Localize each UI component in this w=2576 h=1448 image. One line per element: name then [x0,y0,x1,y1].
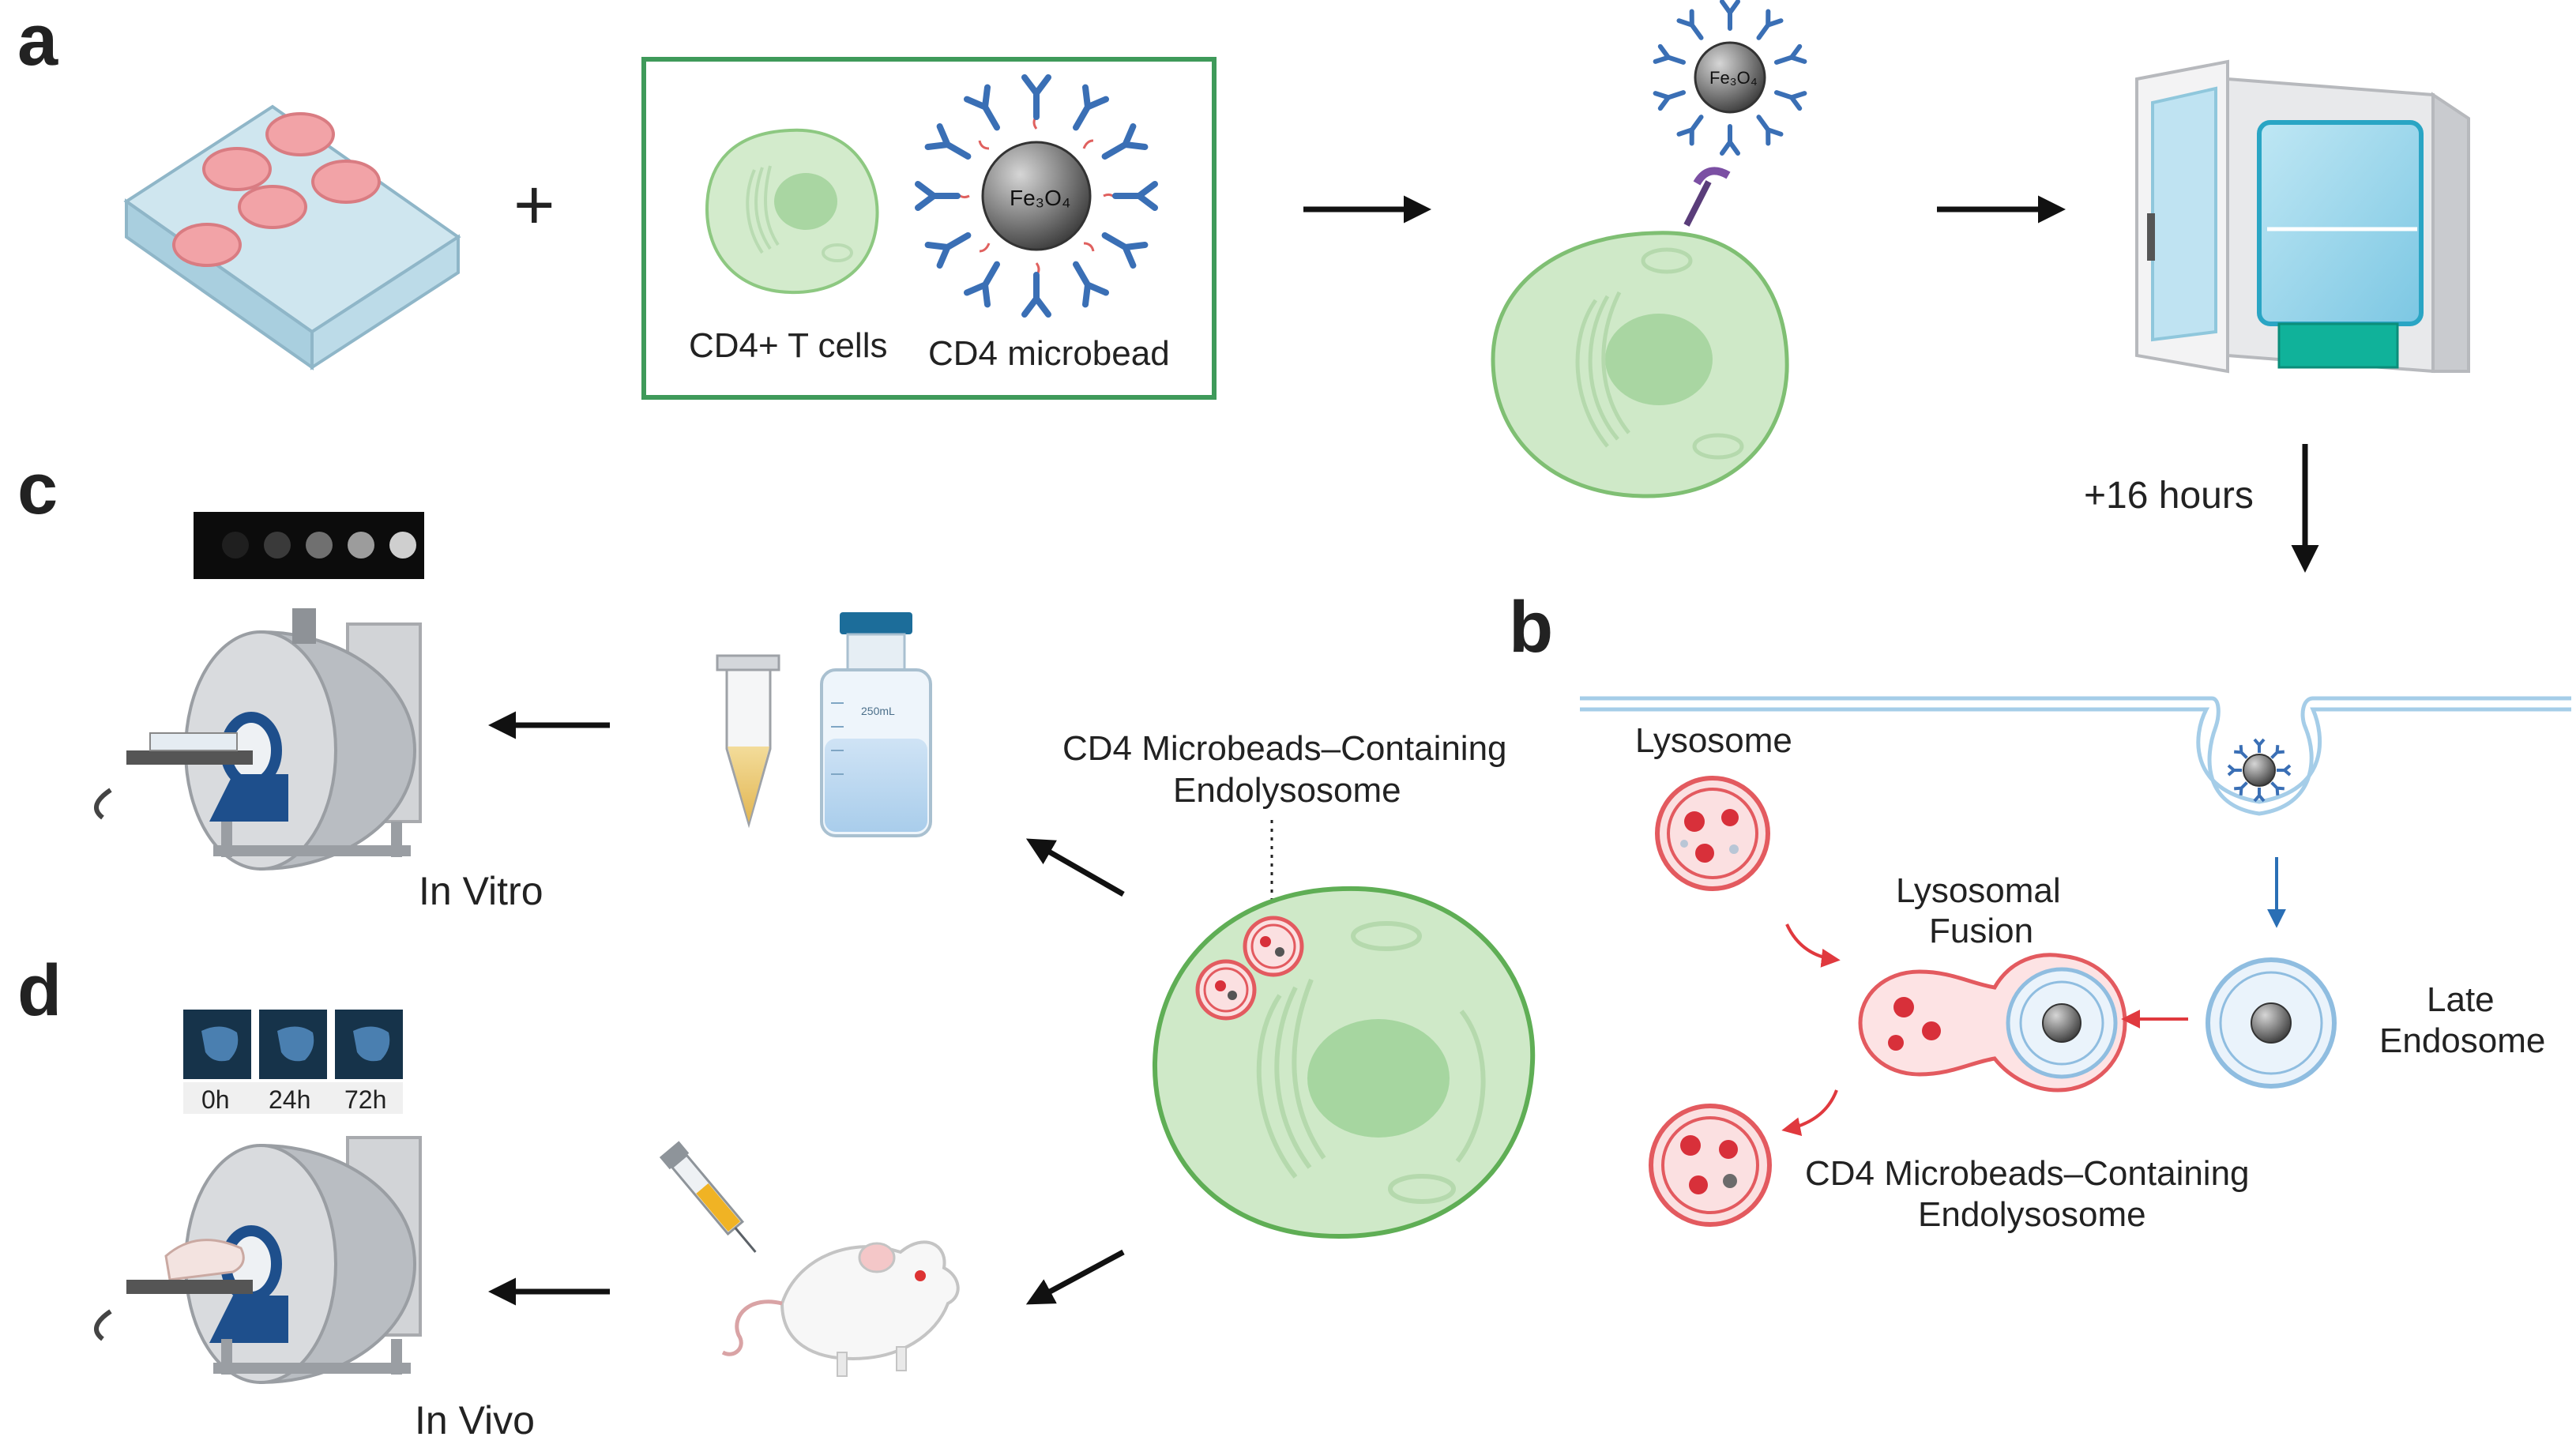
lysosome-icon [1655,776,1770,891]
fusion-vesicle-icon [1858,953,2127,1093]
arrow-fusion-to-result [1781,1089,1838,1136]
panel-letter-b: b [1509,587,1553,668]
cd4-t-cells-label: CD4+ T cells [689,326,887,365]
incubator-icon [2135,59,2470,374]
reagents-box [641,57,1217,400]
cd4-t-cell-icon [705,128,879,295]
mri-scanner-in-vivo-icon [94,1136,422,1385]
arrow-to-in-vitro [1025,838,1125,897]
syringe-icon [659,1141,757,1253]
centrifuge-tube-icon [716,654,780,829]
bead-bound-cell-icon [1491,167,1789,498]
late-endosome-icon [2206,957,2337,1089]
timepoint-0h: 0h [201,1085,230,1114]
in-vivo-timepoint-strip [183,1010,403,1114]
mri-scanner-in-vitro-icon [94,608,422,871]
callout-label-2: Endolysosome [1173,771,1401,810]
arrow-to-in-vivo [1025,1249,1125,1305]
arrow-lysosome-to-fusion [1785,923,1841,968]
mouse-icon [721,1240,960,1377]
bound-microbead-icon: Fe₃O₄ [1653,0,1807,156]
panel-letter-d: d [17,950,62,1031]
cell-membrane [1580,696,2571,816]
in-vivo-label: In Vivo [415,1398,535,1442]
plus-sign: + [513,166,555,245]
lysosomal-fusion-label-2: Fusion [1929,912,2033,950]
bottle-volume-label: 250mL [861,705,895,717]
lysosome-label: Lysosome [1635,721,1792,760]
incubation-time-label: +16 hours [2084,475,2254,517]
six-well-plate-icon [123,104,461,370]
late-endosome-label-2: Endosome [2379,1021,2545,1060]
bound-bead-formula: Fe₃O₄ [1709,68,1758,88]
endolysosome-icon [1649,1104,1772,1227]
timepoint-72h: 72h [344,1085,386,1114]
result-label-2: Endolysosome [1918,1195,2146,1234]
endocytosed-bead-icon [2227,738,2292,803]
mri-phantom-strip [194,512,424,579]
reagent-bottle-icon: 250mL [820,612,932,837]
in-vitro-label: In Vitro [419,869,543,913]
callout-label-1: CD4 Microbeads–Containing [1062,729,1507,768]
bead-formula-label: Fe₃O₄ [1010,186,1070,210]
panel-letter-c: c [17,449,58,529]
result-label-1: CD4 Microbeads–Containing [1805,1154,2250,1193]
panel-letter-a: a [17,0,58,81]
center-cell-icon [1152,886,1536,1239]
lysosomal-fusion-label-1: Lysosomal [1896,871,2061,910]
cd4-microbead-label: CD4 microbead [928,334,1170,373]
late-endosome-label-1: Late [2427,980,2495,1019]
cd4-microbead-icon: Fe₃O₄ [915,74,1158,318]
timepoint-24h: 24h [269,1085,310,1114]
